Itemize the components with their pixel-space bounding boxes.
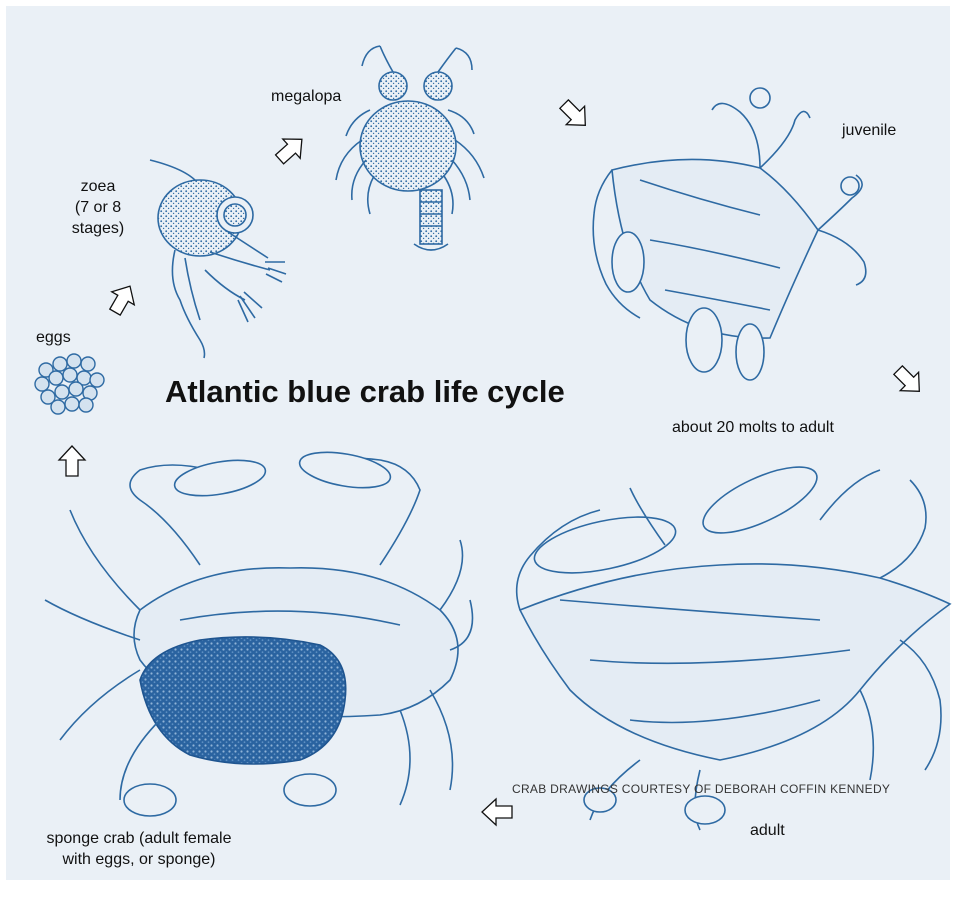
label-sponge-line-2: with eggs, or sponge) [20,849,258,870]
label-molts: about 20 molts to adult [672,417,834,438]
diagram-title: Atlantic blue crab life cycle [165,374,565,410]
arrow-adult-to-sponge-icon [482,799,512,825]
label-adult: adult [750,820,785,841]
label-juvenile: juvenile [842,120,896,141]
zoea-drawing [150,160,286,358]
label-megalopa: megalopa [271,86,341,107]
illustration-credit: CRAB DRAWINGS COURTESY OF DEBORAH COFFIN… [512,782,890,796]
sponge-crab-drawing [45,446,473,816]
label-zoea: zoea (7 or 8 stages) [58,176,138,239]
arrow-sponge-to-eggs-icon [59,446,85,476]
juvenile-drawing [593,88,866,380]
label-sponge-crab: sponge crab (adult female with eggs, or … [20,828,258,870]
arrow-eggs-to-zoea-icon [104,280,142,319]
eggs-drawing [35,354,104,414]
megalopa-drawing [336,46,484,250]
label-zoea-line-3: stages) [58,218,138,239]
label-zoea-line-2: (7 or 8 [58,197,138,218]
arrow-juvenile-to-adult-icon [889,361,929,401]
arrow-megalopa-to-juvenile-icon [555,95,595,135]
label-zoea-line-1: zoea [58,176,138,197]
label-sponge-line-1: sponge crab (adult female [20,828,258,849]
label-eggs: eggs [36,327,71,348]
arrow-zoea-to-megalopa-icon [271,130,311,169]
adult-crab-drawing [517,454,950,830]
